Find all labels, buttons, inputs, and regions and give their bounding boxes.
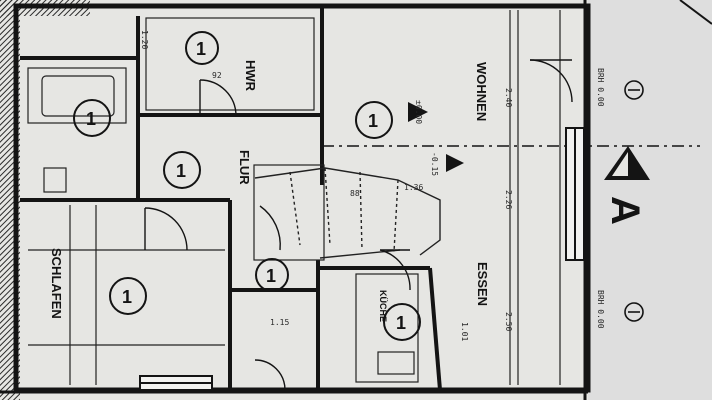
room-label-schlafen: SCHLAFEN: [49, 248, 64, 319]
window-code-bottom: BRH 0.00: [596, 290, 605, 329]
room-label-essen: ESSEN: [475, 262, 490, 306]
interior-walls: [20, 8, 442, 391]
section-triangle-inner: [612, 152, 628, 176]
dim-250: 2.50: [504, 312, 513, 331]
dim-136: 1.36: [404, 183, 423, 192]
section-marker: A: [603, 196, 647, 225]
room-number-schlafen: 1: [122, 287, 132, 307]
dim-92: 92: [212, 71, 222, 80]
level-minus: -0.15: [430, 152, 439, 176]
outer-shade-right: [588, 0, 712, 400]
room-number-bad2: 1: [266, 266, 276, 286]
stairs: [254, 167, 441, 259]
window-symbol-top: [624, 80, 644, 100]
thin-lines: [27, 10, 561, 385]
window-code-top: BRH 0.00: [596, 68, 605, 107]
dim-101: 1.01: [460, 322, 469, 341]
dim-240: 2.40: [504, 88, 513, 107]
level-plus: ±0.00: [414, 100, 423, 124]
room-number-bad: 1: [86, 109, 96, 129]
dim-88: 88: [350, 189, 360, 198]
window-symbol-bottom: [624, 302, 644, 322]
level-triangle-top: [408, 102, 428, 122]
room-circles: [73, 31, 421, 341]
room-label-kueche: KÜCHE: [378, 290, 388, 322]
room-label-wohnen: WOHNEN: [474, 62, 489, 121]
room-number-wohnen: 1: [368, 111, 378, 131]
kitchen-sink: [377, 351, 415, 375]
room-number-hwr: 1: [196, 39, 206, 59]
windows: [139, 127, 585, 391]
room-label-hwr: HWR: [243, 60, 258, 92]
room-number-flur: 1: [176, 161, 186, 181]
door-swings: [144, 59, 573, 391]
level-triangle-bottom: [446, 154, 464, 172]
dim-120: 1.20: [140, 30, 149, 49]
dim-226: 2.26: [504, 190, 513, 209]
room-number-kueche: 1: [396, 313, 406, 333]
dim-115: 1.15: [270, 318, 289, 327]
room-label-flur: FLUR: [237, 150, 252, 185]
